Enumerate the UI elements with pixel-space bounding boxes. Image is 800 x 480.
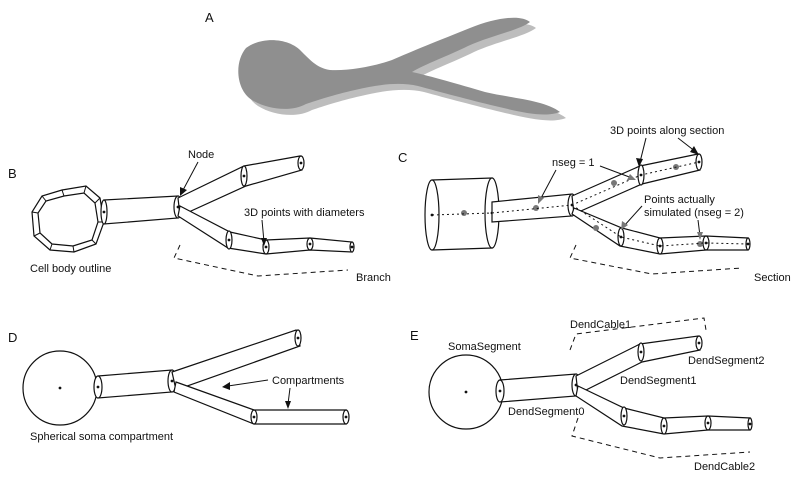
dend-segment2-label: DendSegment2 <box>688 355 764 367</box>
dend-segment0 <box>495 373 581 403</box>
neuron-silhouette <box>238 17 567 121</box>
compartments-label: Compartments <box>272 375 345 387</box>
dend-cable2-label: DendCable2 <box>694 461 755 473</box>
section-bracket <box>569 244 743 275</box>
dend-segment1-label: DendSegment1 <box>620 375 696 387</box>
panel-c-letter: C <box>398 150 407 165</box>
compartment-trunk <box>93 369 177 399</box>
dend-segment0-label: DendSegment0 <box>508 406 584 418</box>
branch-label: Branch <box>356 272 391 284</box>
spherical-soma <box>22 350 98 426</box>
node-label: Node <box>188 149 214 161</box>
panel-e: E So <box>410 317 764 473</box>
nseg1-label: nseg = 1 <box>552 157 595 169</box>
points-with-diameters-label: 3D points with diameters <box>244 207 365 219</box>
dend-cable2-bracket <box>571 417 751 459</box>
panel-d: D Compartments Spheri <box>8 329 350 443</box>
simulated-label-line1: Points actually <box>644 194 715 206</box>
node-arrow <box>181 161 199 193</box>
section-label: Section <box>754 272 791 284</box>
panel-a: A <box>205 10 567 121</box>
cell-body-outline <box>31 185 105 253</box>
branch-upper <box>177 155 305 217</box>
section-trunk <box>491 193 577 223</box>
compartment-upper <box>171 329 302 391</box>
compartment-lower <box>173 381 350 425</box>
panel-b-letter: B <box>8 166 17 181</box>
branch-bracket <box>173 244 349 277</box>
spherical-soma-label: Spherical soma compartment <box>30 431 173 443</box>
points-along-section-label: 3D points along section <box>610 125 724 137</box>
panel-b: B <box>8 149 391 284</box>
panel-c: C <box>398 125 791 284</box>
dend-cable2 <box>575 385 753 435</box>
simulated-label-line2: simulated (nseg = 2) <box>644 207 744 219</box>
soma-segment-label: SomaSegment <box>448 341 521 353</box>
dend-cable1-bracket <box>569 317 707 351</box>
panel-a-letter: A <box>205 10 214 25</box>
section-lower-branch <box>571 207 751 255</box>
panel-d-letter: D <box>8 330 17 345</box>
dend-cable1-label: DendCable1 <box>570 319 631 331</box>
panel-e-letter: E <box>410 328 419 343</box>
cell-body-outline-label: Cell body outline <box>30 263 111 275</box>
branch-trunk <box>100 195 183 225</box>
soma-segment <box>428 354 504 430</box>
